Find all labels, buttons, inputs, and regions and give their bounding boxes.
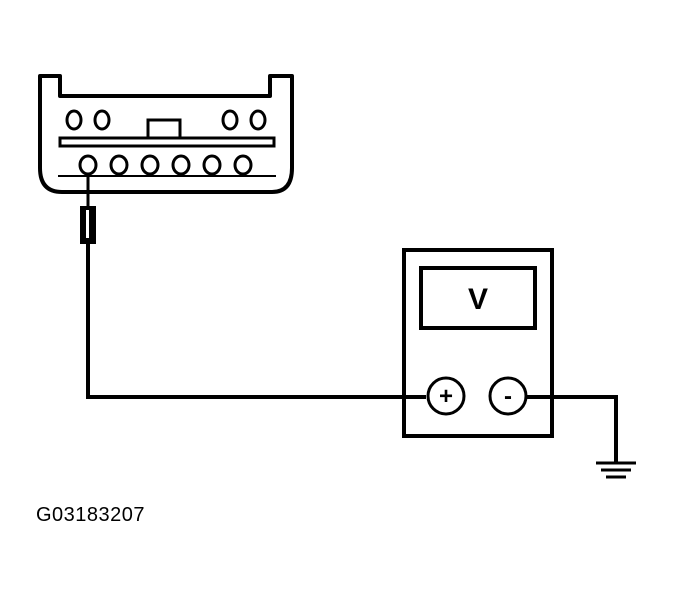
figure-id: G03183207 bbox=[36, 504, 146, 526]
pin-upper-1 bbox=[65, 109, 83, 131]
pin-lower-5 bbox=[202, 154, 222, 176]
connector bbox=[38, 74, 294, 194]
pin-lower-3 bbox=[140, 154, 160, 176]
pin-lower-1 bbox=[78, 154, 98, 176]
negative-test-lead bbox=[526, 395, 618, 462]
pin-upper-2 bbox=[93, 109, 111, 131]
pin-lower-6 bbox=[233, 154, 253, 176]
pin-lower-4 bbox=[171, 154, 191, 176]
positive-terminal-label: + bbox=[439, 383, 453, 410]
pin-lower-2 bbox=[109, 154, 129, 176]
connector-pins-lower bbox=[78, 154, 253, 176]
voltmeter: V + - bbox=[402, 248, 554, 438]
connector-pins-upper bbox=[65, 109, 267, 131]
positive-terminal bbox=[426, 376, 466, 416]
voltmeter-body bbox=[402, 248, 554, 438]
ground-icon bbox=[596, 461, 636, 479]
connector-latch bbox=[146, 118, 182, 140]
pin-upper-3 bbox=[221, 109, 239, 131]
test-probe bbox=[80, 174, 96, 244]
negative-terminal-label: - bbox=[504, 383, 512, 410]
connector-outline bbox=[38, 74, 294, 194]
positive-test-lead bbox=[86, 244, 426, 399]
voltmeter-display bbox=[419, 266, 537, 330]
pin-upper-4 bbox=[249, 109, 267, 131]
voltmeter-display-label: V bbox=[468, 283, 488, 316]
probe-highlight bbox=[86, 210, 89, 238]
